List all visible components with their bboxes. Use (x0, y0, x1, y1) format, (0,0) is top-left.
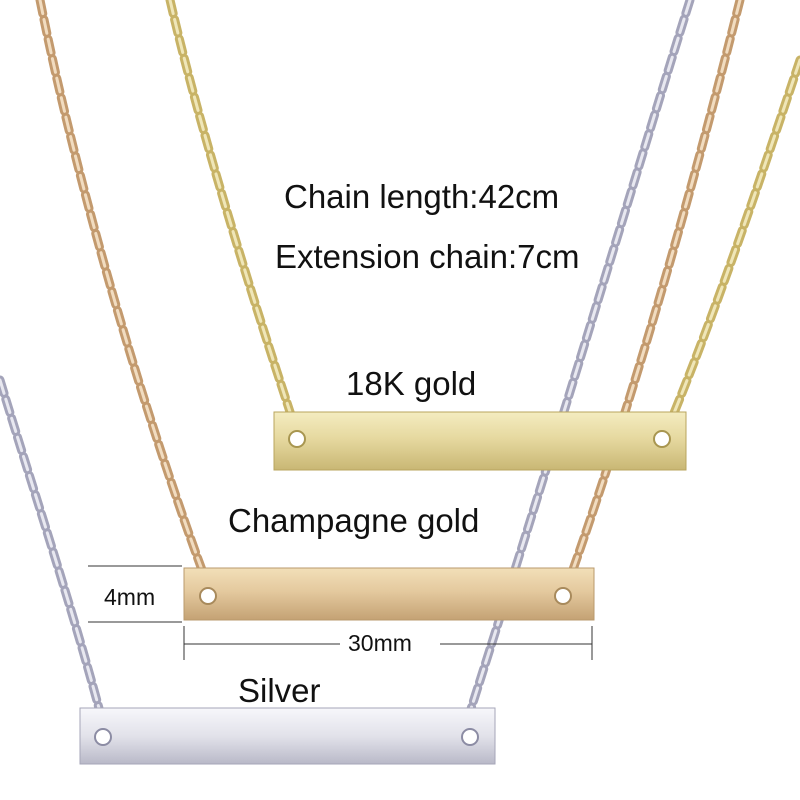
silver-bar (79, 707, 496, 765)
width-dimension-label: 30mm (348, 630, 412, 656)
height-dimension-label: 4mm (104, 584, 156, 610)
gold-18k-label: 18K gold (346, 365, 477, 402)
width-dimension-lines (183, 626, 593, 660)
champagne-gold-bar (183, 567, 595, 621)
gold-18k-bar (273, 411, 687, 471)
champagne-chain (35, 0, 745, 583)
silver-label: Silver (238, 672, 321, 709)
chain-length-label: Chain length:42cm (284, 178, 560, 215)
champagne-gold-label: Champagne gold (228, 502, 480, 539)
gold-18k-chain (165, 0, 800, 423)
extension-chain-label: Extension chain:7cm (275, 238, 580, 275)
height-dimension-lines (88, 565, 182, 623)
